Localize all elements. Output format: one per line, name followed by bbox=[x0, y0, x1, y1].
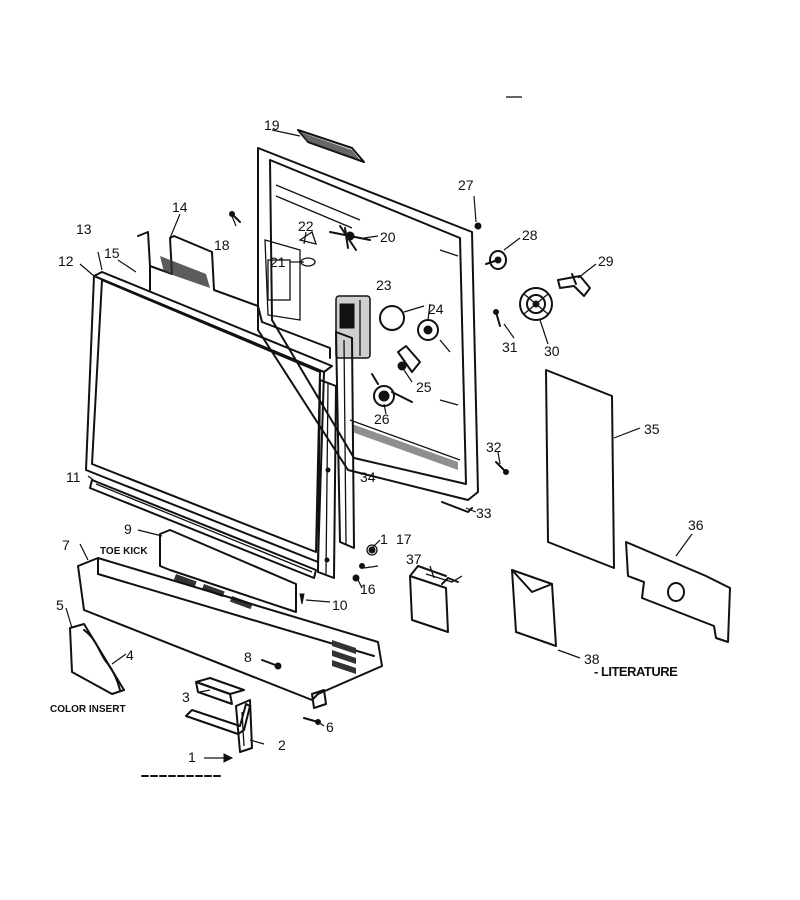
callout-19: 19 bbox=[264, 117, 280, 133]
label-color-insert: COLOR INSERT bbox=[50, 704, 126, 715]
part-34-strip bbox=[335, 331, 355, 549]
callout-10: 10 bbox=[332, 597, 348, 613]
callout-9: 9 bbox=[124, 521, 132, 537]
callout-22: 22 bbox=[298, 218, 314, 234]
part-30-dial bbox=[519, 287, 553, 321]
callout-34: 34 bbox=[360, 469, 376, 485]
part-7-kick-plate bbox=[77, 557, 383, 709]
part-20-latch bbox=[329, 225, 371, 251]
part-fasteners-center bbox=[299, 544, 378, 605]
callout-38: 38 bbox=[584, 651, 600, 667]
label-literature: - LITERATURE bbox=[594, 664, 678, 679]
part-27-screw bbox=[474, 222, 482, 230]
callout-1b: 1 bbox=[380, 531, 388, 547]
part-29-shaft bbox=[557, 273, 591, 297]
part-25-linkage bbox=[397, 345, 421, 373]
callout-17: 17 bbox=[396, 531, 412, 547]
callout-16: 16 bbox=[360, 581, 376, 597]
part-3-bracket bbox=[195, 677, 245, 705]
callout-27: 27 bbox=[458, 177, 474, 193]
callout-1: 1 bbox=[188, 749, 196, 765]
leader-lines bbox=[65, 129, 693, 745]
callout-8: 8 bbox=[244, 649, 252, 665]
callout-5: 5 bbox=[56, 597, 64, 613]
part-38-literature bbox=[511, 569, 557, 647]
part-28-knob bbox=[485, 250, 507, 270]
callout-6: 6 bbox=[326, 719, 334, 735]
part-33-strip bbox=[441, 501, 473, 513]
part-1-screw-bottom bbox=[204, 753, 234, 763]
part-37-bracket bbox=[409, 565, 463, 633]
part-8-screw bbox=[261, 659, 282, 670]
callout-12: 12 bbox=[58, 253, 74, 269]
part-11-trim bbox=[89, 479, 317, 579]
callout-21: 21 bbox=[270, 254, 286, 270]
callout-20: 20 bbox=[380, 229, 396, 245]
callout-3: 3 bbox=[182, 689, 190, 705]
callout-37: 37 bbox=[406, 551, 422, 567]
callout-2: 2 bbox=[278, 737, 286, 753]
callout-36: 36 bbox=[688, 517, 704, 533]
callout-26: 26 bbox=[374, 411, 390, 427]
callout-29: 29 bbox=[598, 253, 614, 269]
callout-13: 13 bbox=[76, 221, 92, 237]
part-6-screw bbox=[303, 717, 321, 725]
callout-32: 32 bbox=[486, 439, 502, 455]
callout-numbers: 19 14 18 13 15 12 22 21 20 27 28 29 23 2… bbox=[56, 117, 704, 765]
callout-23: 23 bbox=[376, 277, 392, 293]
callout-30: 30 bbox=[544, 343, 560, 359]
part-side-rail bbox=[317, 379, 337, 579]
part-19-vent bbox=[297, 129, 365, 163]
inner-door-panel bbox=[257, 147, 479, 501]
callout-25: 25 bbox=[416, 379, 432, 395]
callout-33: 33 bbox=[476, 505, 492, 521]
callout-7: 7 bbox=[62, 537, 70, 553]
part-14-15-frame bbox=[137, 231, 331, 359]
part-21-22-fasteners bbox=[298, 230, 317, 267]
callout-18: 18 bbox=[214, 237, 230, 253]
callout-15: 15 bbox=[104, 245, 120, 261]
part-31-screw bbox=[493, 309, 501, 327]
part-4-5-color-insert bbox=[69, 623, 125, 695]
callout-24: 24 bbox=[428, 301, 444, 317]
part-18-screw bbox=[229, 211, 241, 223]
part-9-toe-kick bbox=[159, 529, 297, 613]
part-24-mechanism bbox=[379, 305, 451, 353]
label-toe-kick: TOE KICK bbox=[100, 546, 148, 557]
callout-31: 31 bbox=[502, 339, 518, 355]
text-labels: TOE KICK COLOR INSERT - LITERATURE bbox=[50, 546, 679, 715]
callout-35: 35 bbox=[644, 421, 660, 437]
callout-28: 28 bbox=[522, 227, 538, 243]
callout-14: 14 bbox=[172, 199, 188, 215]
part-12-13-outer-panel bbox=[85, 271, 333, 563]
part-32-screw bbox=[495, 461, 509, 475]
part-35-panel bbox=[545, 369, 615, 569]
callout-4: 4 bbox=[126, 647, 134, 663]
part-26-cap bbox=[371, 373, 413, 407]
part-2-bracket bbox=[185, 699, 253, 753]
part-36-insulation bbox=[625, 541, 731, 643]
callout-11: 11 bbox=[66, 469, 81, 485]
